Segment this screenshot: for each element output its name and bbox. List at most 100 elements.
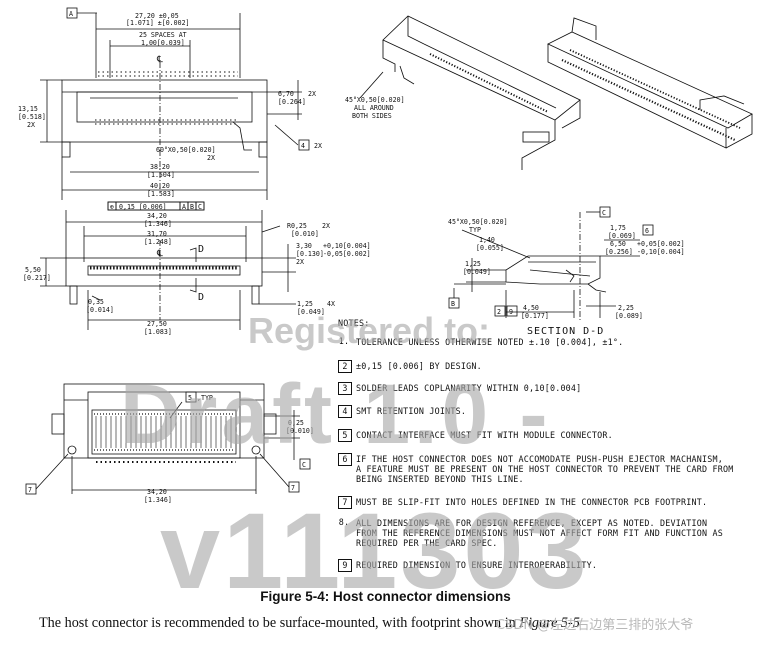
front-view — [40, 201, 296, 330]
section-d2-in: [0.055] — [476, 244, 504, 252]
right-mult: 2X — [308, 90, 316, 98]
section-d3-tol: +0,05[0.002] — [637, 240, 685, 248]
bottom-w-mm: 34,20 — [147, 488, 167, 496]
note-text: IF THE HOST CONNECTOR DOES NOT ACCOMODAT… — [356, 454, 734, 485]
note-text: SOLDER LEADS COPLANARITY WITHIN 0,10[0.0… — [356, 383, 582, 393]
h1-mm: 3,30 — [296, 242, 312, 250]
section-d1-mm: 1,75 — [610, 224, 626, 232]
section-d2-mm: 1,40 — [479, 236, 495, 244]
top-view — [40, 7, 310, 200]
pin-w-in: [0.014] — [86, 306, 114, 314]
note-number: 6 — [338, 453, 352, 466]
note-text: MUST BE SLIP-FIT INTO HOLES DEFINED IN T… — [356, 497, 708, 507]
note-text: ±0,15 [0.006] BY DESIGN. — [356, 361, 482, 371]
note-number: 1. — [338, 336, 350, 347]
section-d3-mm: 6,50 — [610, 240, 626, 248]
lead-mult: 4X — [327, 300, 335, 308]
isometric-views — [359, 15, 753, 170]
datum-a-label: A — [69, 10, 73, 18]
bottom-view — [25, 383, 311, 495]
width2-in: [1.504] — [147, 171, 175, 179]
note-number: 3 — [338, 382, 352, 395]
note-4-box — [298, 139, 310, 151]
pin-w-mm: 0,35 — [88, 298, 104, 306]
pitch-text: 25 SPACES AT — [139, 31, 187, 39]
watermark-draft: Draft 1.0 - — [120, 367, 552, 461]
section-chamfer-typ: TYP — [469, 226, 481, 234]
bottom-note7-right: 7 — [291, 484, 295, 492]
section-mark-top: D — [198, 244, 204, 255]
radius-label: R0,25 — [287, 222, 307, 230]
left-h-mm: 5,50 — [25, 266, 41, 274]
bottom-w-in: [1.346] — [144, 496, 172, 504]
body-paragraph: The host connector is recommended to be … — [39, 615, 580, 632]
h1-mult: 2X — [296, 258, 304, 266]
h1-tol2: -0,05[0.002] — [323, 250, 371, 258]
section-note6-ref: 6 — [645, 227, 649, 235]
section-d3-in: [0.256] — [605, 248, 633, 256]
section-title: SECTION D-D — [527, 326, 604, 337]
body-text: The host connector is recommended to be … — [39, 615, 520, 631]
bottom-note7-left: 7 — [28, 486, 32, 494]
note-4-ref: 4 — [301, 142, 305, 150]
height-mult: 2X — [27, 121, 35, 129]
section-d3-tol2: -0,10[0.004] — [637, 248, 685, 256]
height-in: [0.518] — [18, 113, 46, 121]
section-chamfer: 45°X0,50[0.020] — [448, 218, 508, 226]
figure-caption: Figure 5-4: Host connector dimensions — [260, 589, 511, 604]
bottom-datum-c: C — [302, 461, 306, 469]
note-text: REQUIRED DIMENSION TO ENSURE INTEROPERAB… — [356, 560, 598, 570]
note-number: 9 — [338, 559, 352, 572]
watermark-registered: Registered to: — [248, 310, 491, 351]
h1-in: [0.130] — [296, 250, 324, 258]
figure-reference[interactable]: Figure 5-5 — [519, 615, 580, 631]
section-note9-ref: 9 — [509, 308, 513, 316]
section-d6-in: [0.089] — [615, 312, 643, 320]
chamfer-45: 45°X0,50[0.020] — [345, 96, 405, 104]
width3-mm: 40,20 — [150, 182, 170, 190]
radius-mult: 2X — [322, 222, 330, 230]
chamfer-60: 60°X0,50[0.020] — [156, 146, 216, 154]
section-datum-b: B — [451, 300, 455, 308]
overall-width-mm: 27,20 ±0,05 — [135, 12, 179, 20]
note-number: 7 — [338, 496, 352, 509]
section-view — [448, 206, 654, 320]
left-h-in: [0.217] — [23, 274, 51, 282]
pitch-value: 1,00[0.039] — [141, 39, 185, 47]
width2-mm: 38,20 — [150, 163, 170, 171]
section-d4-in: [0.049] — [463, 268, 491, 276]
csdn-credit: CSDN @左边右边第三排的张大爷 — [496, 618, 694, 633]
note-text: TOLERANCE UNLESS OTHERWISE NOTED ±.10 [0… — [356, 337, 624, 347]
span-in: [1.083] — [144, 328, 172, 336]
note-number: 4 — [338, 405, 352, 418]
note-number: 8. — [338, 517, 350, 528]
chamfer-60-mult: 2X — [207, 154, 215, 162]
front-w2-mm: 31,70 — [147, 230, 167, 238]
bottom-note5-ref: 5 — [188, 394, 192, 402]
tol-frame-b: B — [190, 203, 194, 211]
section-mark-bottom: D — [198, 292, 204, 303]
section-d5-mm: 4,50 — [523, 304, 539, 312]
lead-in: [0.049] — [297, 308, 325, 316]
front-w2-in: [1.248] — [144, 238, 172, 246]
section-d4-mm: 1,25 — [465, 260, 481, 268]
tol-frame-value: 0,15 [0.006] — [119, 203, 167, 211]
overall-width-in: [1.071] ±[0.002] — [126, 19, 190, 27]
radius-in: [0.010] — [291, 230, 319, 238]
chamfer-45-note1: ALL AROUND — [354, 104, 394, 112]
centerline-top: ℄ — [156, 55, 163, 65]
section-d6-mm: 2,25 — [618, 304, 634, 312]
h1-tol: +0,10[0.004] — [323, 242, 371, 250]
width3-in: [1.583] — [147, 190, 175, 198]
front-w1-mm: 34,20 — [147, 212, 167, 220]
bottom-d1-mm: 0,25 — [288, 419, 304, 427]
chamfer-45-note2: BOTH SIDES — [352, 112, 392, 120]
section-datum-c: C — [602, 209, 606, 217]
note-number: 5 — [338, 429, 352, 442]
right-height-in: [0.264] — [278, 98, 306, 106]
notes-heading: NOTES: — [338, 318, 370, 328]
lead-mm: 1,25 — [297, 300, 313, 308]
height-mm: 13,15 — [18, 105, 38, 113]
